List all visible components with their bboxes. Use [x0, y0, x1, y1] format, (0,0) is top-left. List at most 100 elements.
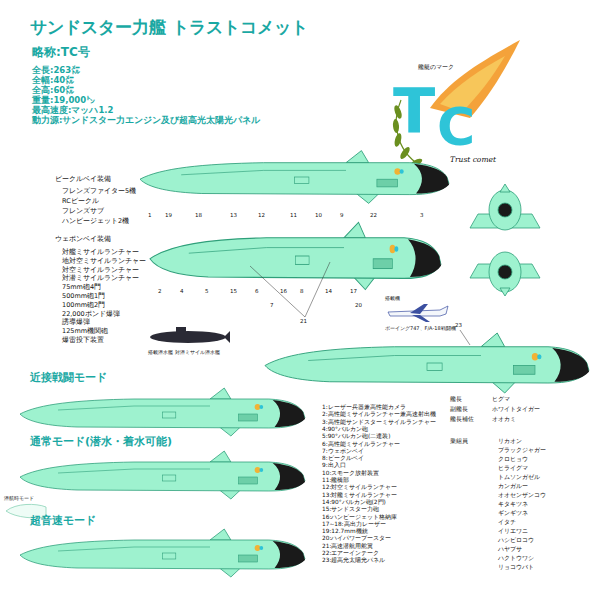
label-text: 重量:19,000㌧ [32, 96, 95, 106]
callout-number: 12 [258, 212, 265, 218]
label-text: 全長:263㍍ [32, 66, 80, 76]
callout-number: 14 [325, 288, 332, 294]
callout-number: 8 [300, 288, 304, 294]
label-text: 近接戦闘モード [30, 372, 107, 385]
label-text: 75mm砲4門 [62, 284, 101, 291]
label-text: 21:高速潜航用舵翼 [322, 543, 373, 550]
label-text: 搭載機 [385, 296, 400, 302]
label-text: 22:エアーインテーク [322, 550, 379, 557]
label-text: フレンズサブ [62, 208, 104, 215]
label-text: 12:対空ミサイルランチャー [322, 484, 397, 491]
label-text: 16:ハンビージェット格納庫 [322, 514, 397, 521]
label-text: 4:90°バルカン砲 [322, 426, 368, 433]
label-text: 超音速モード [30, 515, 96, 528]
label-text: 対艦ミサイルランチャー [62, 249, 139, 256]
label-text: オオカミ [492, 416, 516, 423]
label-text: イリエワニ [498, 528, 528, 535]
label-text: リョコウバト [498, 564, 534, 571]
label-text: 125mm機関砲 [62, 328, 108, 335]
label-text: ハクトウワシ [498, 555, 534, 562]
label-text: 対空ミサイルランチャー [62, 267, 139, 274]
label-text: ハンビージェット2機 [62, 218, 129, 225]
label-text: 11:艦橋部 [322, 477, 349, 484]
label-text: トムソンガゼル [498, 474, 540, 481]
label-text: ヒグマ [492, 396, 510, 403]
label-text: 略称:TC号 [32, 46, 90, 60]
label-text: ビークルベイ装備 [55, 176, 111, 183]
label-text: 通常モード(潜水・着水可能) [30, 436, 172, 449]
label-text: カンガルー [498, 483, 528, 490]
label-text: オオセンザンコウ [498, 492, 546, 499]
label-text: 8:ビークルベイ [322, 455, 364, 462]
label-text: ヒライグマ [498, 465, 528, 472]
label-text: ハヤブサ [498, 546, 522, 553]
label-text: 爆雷投下装置 [62, 337, 104, 344]
callout-number: 3 [420, 212, 424, 218]
label-text: 15:サンドスター力砲 [322, 506, 379, 513]
callout-number: 6 [255, 288, 259, 294]
label-text: 乗組員 [450, 438, 468, 445]
callout-number: 23 [455, 322, 462, 328]
label-text: ホワイトタイガー [492, 406, 540, 413]
label-text: ギンギツネ [498, 510, 528, 517]
label-text: 5:90°バルカン砲(二連装) [322, 433, 390, 440]
callout-number: 20 [355, 302, 362, 308]
callout-number: 11 [290, 212, 297, 218]
label-text: 最高速度:マッハ1.2 [32, 106, 113, 116]
label-text: クロヒョウ [498, 456, 528, 463]
logo-text: Trust comet [450, 156, 496, 165]
label-text: 9:出入口 [322, 462, 346, 469]
label-text: RCビークル [62, 198, 99, 205]
callout-number: 9 [340, 212, 344, 218]
label-text: 20:ハイパワーブースター [322, 535, 391, 542]
label-text: 100mm砲2門 [62, 302, 105, 309]
label-text: 誘導爆弾 [62, 319, 90, 326]
callout-number: 18 [195, 212, 202, 218]
label-text: ボーイング747、F/A-18戦闘機 [385, 326, 456, 332]
label-text: 潜航時モード [4, 496, 34, 502]
logo-text: C [437, 98, 475, 158]
callout-number: 16 [280, 288, 287, 294]
label-text: 7:ウェポンベイ [322, 448, 364, 455]
callout-number: 22 [370, 212, 377, 218]
callout-number: 2 [158, 288, 162, 294]
label-text: 副艦長 [450, 406, 468, 413]
label-text: 動力源:サンドスター力エンジン及び超高光太陽光パネル [32, 116, 260, 126]
label-text: 23:超高光太陽光パネル [322, 557, 385, 564]
label-text: 10:スモーク放射装置 [322, 470, 379, 477]
label-text: 艦長補佐 [450, 416, 474, 423]
label-text: 14:90°バルカン砲(2門) [322, 499, 386, 506]
callout-number: 4 [180, 288, 184, 294]
label-text: 6:高性能ミサイルランチャー [322, 441, 400, 448]
label-text: 2:高性能ミサイルランチャー兼高速射出機 [322, 411, 436, 418]
label-text: イタチ [498, 519, 516, 526]
callout-number: 7 [270, 302, 274, 308]
label-text: ハシビロコウ [498, 537, 534, 544]
label-text: 地対空ミサイルランチャー [62, 258, 146, 265]
callout-number: 17 [350, 288, 357, 294]
title: サンドスター力艦 トラストコメット [30, 18, 308, 38]
label-text: 19:12.7mm機銃 [322, 528, 368, 535]
label-text: 全高:60㍍ [32, 86, 74, 96]
label-text: 3:高性能サンドスターミサイルランチャー [322, 419, 436, 426]
label-text: 艦長 [450, 396, 462, 403]
callout-number: 1 [148, 212, 152, 218]
label-text: 500mm砲1門 [62, 293, 105, 300]
label-text: フレンズファイター5機 [62, 188, 136, 195]
callout-number: 21 [300, 318, 307, 324]
callout-number: 13 [230, 212, 237, 218]
label-text: 22,000ポンド爆弾 [62, 311, 120, 318]
label-text: 搭載潜水艦 対潜ミサイル潜水艦 [148, 350, 220, 356]
callout-number: 5 [205, 288, 209, 294]
label-text: 全幅:40㍍ [32, 76, 74, 86]
label-text: 13:対艦ミサイルランチャー [322, 492, 397, 499]
label-text: キタキツネ [498, 501, 528, 508]
label-text: リカオン [498, 438, 522, 445]
label-text: ウェポンベイ装備 [55, 236, 111, 243]
label-text: ブラックジャガー [498, 447, 546, 454]
label-text: 1:レーザー兵器兼高性能カメラ [322, 404, 406, 411]
label-text: 17~18:高出力レーザー [322, 521, 386, 528]
callout-number: 19 [165, 212, 172, 218]
logo-text: T [393, 76, 435, 147]
callout-number: 15 [230, 288, 237, 294]
